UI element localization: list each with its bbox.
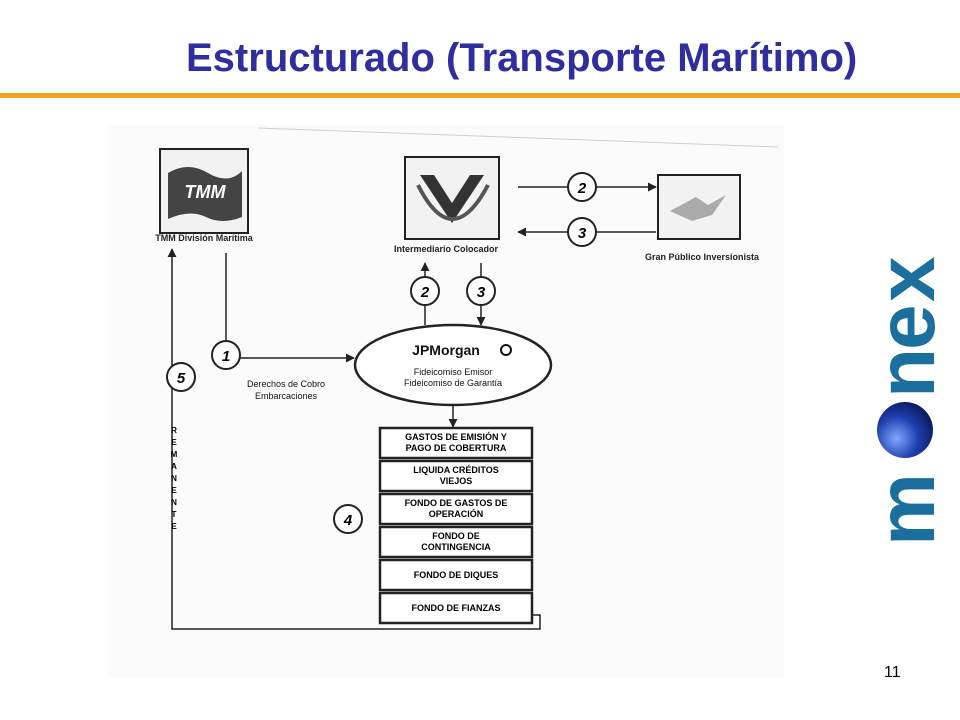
jpmorgan-octagon-icon bbox=[500, 344, 512, 356]
svg-text:3: 3 bbox=[477, 284, 486, 301]
svg-text:3: 3 bbox=[578, 225, 587, 242]
tmm-logo-text: TMM bbox=[185, 182, 227, 202]
svg-text:CONTINGENCIA: CONTINGENCIA bbox=[421, 542, 491, 552]
svg-text:VIEJOS: VIEJOS bbox=[440, 476, 473, 486]
svg-text:FONDO DE: FONDO DE bbox=[432, 531, 480, 541]
flow-diagram: TMM TMM División Marítima Intermediario … bbox=[108, 125, 784, 677]
svg-text:1: 1 bbox=[222, 348, 230, 365]
step-5: 5 bbox=[166, 362, 196, 392]
svg-text:FONDO DE DIQUES: FONDO DE DIQUES bbox=[414, 570, 499, 580]
monex-letter-x: x bbox=[868, 256, 944, 302]
tmm-logo: TMM bbox=[159, 148, 249, 234]
monex-logo: m n e x bbox=[868, 256, 944, 546]
derechos-line1: Derechos de Cobro bbox=[247, 379, 325, 389]
monex-ball-icon bbox=[877, 402, 933, 458]
step-1: 1 bbox=[211, 340, 241, 370]
step-2-top: 2 bbox=[567, 172, 597, 202]
svg-text:OPERACIÓN: OPERACIÓN bbox=[429, 508, 484, 519]
svg-text:PAGO DE COBERTURA: PAGO DE COBERTURA bbox=[406, 443, 507, 453]
slide-title: Estructurado (Transporte Marítimo) bbox=[186, 36, 858, 80]
derechos-line2: Embarcaciones bbox=[255, 391, 318, 401]
svg-text:N: N bbox=[171, 498, 177, 507]
page-number: 11 bbox=[884, 664, 901, 681]
intermediario-caption: Intermediario Colocador bbox=[394, 244, 499, 254]
box-gastos-emision: GASTOS DE EMISIÓN Y PAGO DE COBERTURA bbox=[378, 426, 534, 460]
svg-text:LIQUIDA CRÉDITOS: LIQUIDA CRÉDITOS bbox=[413, 465, 499, 475]
publico-caption: Gran Público Inversionista bbox=[645, 252, 760, 262]
svg-text:E: E bbox=[171, 438, 177, 447]
publico-logo bbox=[657, 174, 741, 240]
tmm-caption: TMM División Marítima bbox=[155, 233, 254, 243]
arrow-remanente-to-tmm bbox=[167, 248, 541, 630]
svg-text:R: R bbox=[171, 426, 177, 435]
box-fondo-gastos-operacion: FONDO DE GASTOS DE OPERACIÓN bbox=[378, 492, 534, 526]
step-2-mid: 2 bbox=[410, 276, 440, 306]
intermediario-logo bbox=[404, 156, 500, 240]
svg-text:T: T bbox=[172, 510, 177, 519]
title-underline bbox=[0, 93, 960, 98]
svg-text:M: M bbox=[171, 450, 178, 459]
jpmorgan-trust: JPMorgan Fideicomiso Emisor Fideicomiso … bbox=[353, 323, 553, 407]
box-liquida-creditos: LIQUIDA CRÉDITOS VIEJOS bbox=[378, 459, 534, 493]
box-fondo-diques: FONDO DE DIQUES bbox=[378, 558, 534, 592]
svg-text:E: E bbox=[171, 486, 177, 495]
jpmorgan-line2: Fideicomiso de Garantía bbox=[404, 378, 502, 388]
monex-letter-e: e bbox=[868, 304, 944, 350]
svg-text:A: A bbox=[171, 462, 177, 471]
svg-text:FONDO DE GASTOS DE: FONDO DE GASTOS DE bbox=[405, 498, 508, 508]
svg-text:2: 2 bbox=[577, 180, 587, 197]
jpmorgan-name: JPMorgan bbox=[412, 342, 480, 358]
jpmorgan-line1: Fideicomiso Emisor bbox=[414, 367, 493, 377]
svg-text:2: 2 bbox=[420, 284, 430, 301]
svg-text:5: 5 bbox=[177, 370, 186, 387]
svg-text:E: E bbox=[171, 522, 177, 531]
step-3-top: 3 bbox=[567, 217, 597, 247]
svg-text:FONDO DE FIANZAS: FONDO DE FIANZAS bbox=[412, 603, 501, 613]
box-fondo-fianzas: FONDO DE FIANZAS bbox=[378, 591, 534, 625]
svg-text:GASTOS DE EMISIÓN Y: GASTOS DE EMISIÓN Y bbox=[405, 431, 507, 442]
monex-letter-m: m bbox=[868, 473, 944, 546]
step-3-mid: 3 bbox=[466, 276, 496, 306]
remanente-label: R E M A N E N T E bbox=[171, 426, 178, 531]
step-4: 4 bbox=[333, 504, 363, 534]
box-fondo-contingencia: FONDO DE CONTINGENCIA bbox=[378, 525, 534, 559]
distribution-boxes: GASTOS DE EMISIÓN Y PAGO DE COBERTURA LI… bbox=[378, 426, 534, 625]
scan-artifact-line bbox=[257, 127, 779, 148]
svg-text:N: N bbox=[171, 474, 177, 483]
monex-letter-n: n bbox=[868, 348, 944, 398]
svg-text:4: 4 bbox=[343, 512, 353, 529]
